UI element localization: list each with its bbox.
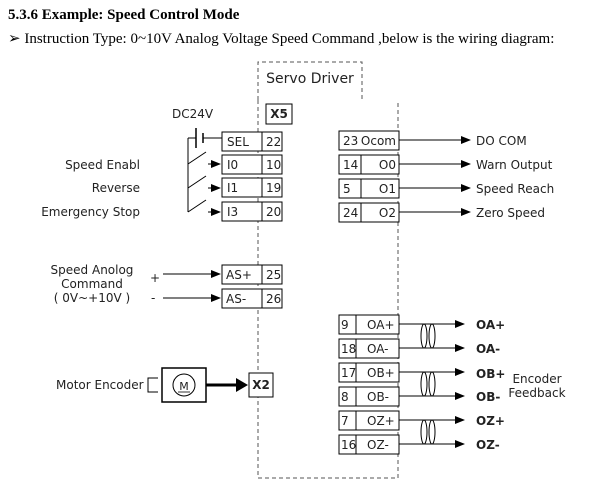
- output-block-o2: 24 O2: [338, 202, 400, 223]
- enc-name: OB+: [367, 366, 395, 380]
- input-label-emergency-stop: Emergency Stop: [41, 205, 140, 219]
- switch-reverse: [187, 175, 221, 192]
- encoder-feedback-line-2: Feedback: [508, 386, 565, 400]
- input-name: I3: [227, 205, 238, 219]
- enc-block-ob-plus: 17 OB+: [338, 362, 400, 383]
- analog-block-as-plus: AS+ 25: [221, 264, 283, 285]
- enc-label-oa-plus: OA+: [476, 318, 505, 332]
- input-num: 22: [266, 135, 281, 149]
- input-name: I1: [227, 181, 238, 195]
- analog-pin-name: AS+: [226, 268, 252, 282]
- twisted-pair-z: [399, 416, 465, 448]
- output-num: 23: [343, 134, 358, 148]
- enc-name: OA+: [367, 318, 395, 332]
- enc-name: OZ-: [367, 438, 389, 452]
- input-name: I0: [227, 158, 238, 172]
- output-name: Ocom: [361, 134, 396, 148]
- input-block-i0: I0 10: [221, 154, 283, 175]
- enc-label-oz-plus: OZ+: [476, 414, 505, 428]
- input-num: 10: [266, 158, 281, 172]
- output-num: 14: [343, 158, 358, 172]
- encoder-cable-arrow: [236, 378, 248, 392]
- enc-label-oa-minus: OA-: [476, 342, 500, 356]
- analog-pin-num: 26: [266, 292, 281, 306]
- enc-name: OA-: [367, 342, 389, 356]
- motor-encoder-label: Motor Encoder: [56, 378, 144, 392]
- motor-icon: M: [147, 367, 207, 403]
- output-name: O0: [379, 158, 396, 172]
- output-label-speed-reach: Speed Reach: [476, 182, 554, 196]
- input-label-reverse: Reverse: [92, 181, 140, 195]
- output-name: O2: [379, 206, 396, 220]
- input-num: 19: [266, 181, 281, 195]
- enc-block-oz-plus: 7 OZ+: [338, 410, 400, 431]
- x2-box: [248, 372, 274, 398]
- output-block-o1: 5 O1: [338, 178, 400, 199]
- analog-block-as-minus: AS- 26: [221, 288, 283, 309]
- enc-num: 7: [341, 414, 349, 428]
- enc-name: OZ+: [367, 414, 395, 428]
- enc-label-oz-minus: OZ-: [476, 438, 500, 452]
- enc-num: 18: [341, 342, 356, 356]
- enc-block-oz-minus: 16 OZ-: [338, 434, 400, 455]
- output-label-warn: Warn Output: [476, 158, 553, 172]
- enc-block-oa-minus: 18 OA-: [338, 338, 400, 359]
- x5-box: [265, 103, 293, 125]
- x2-label: X2: [252, 378, 270, 392]
- input-num: 20: [266, 205, 281, 219]
- section-title: 5.3.6 Example: Speed Control Mode: [8, 7, 240, 23]
- output-name: O1: [379, 182, 396, 196]
- analog-label-line-3: ( 0V~+10V ): [54, 291, 130, 305]
- analog-plus: +: [150, 271, 160, 285]
- input-block-sel: SEL 22: [221, 131, 283, 152]
- output-num: 5: [343, 182, 351, 196]
- input-block-i1: I1 19: [221, 177, 283, 198]
- enc-block-oa-plus: 9 OA+: [338, 314, 400, 335]
- analog-pin-name: AS-: [226, 292, 246, 306]
- switch-emergency-stop: [187, 199, 221, 216]
- output-block-o0: 14 O0: [338, 154, 400, 175]
- twisted-pair-a: [399, 320, 465, 352]
- dc-label: DC24V: [172, 107, 214, 121]
- output-block-ocom: 23 Ocom: [338, 130, 400, 151]
- x5-label: X5: [270, 107, 288, 121]
- enc-name: OB-: [367, 390, 389, 404]
- input-label-speed-enable: Speed Enabl: [65, 158, 140, 172]
- encoder-feedback-line-1: Encoder: [512, 372, 561, 386]
- motor-symbol: M: [179, 380, 189, 393]
- enc-num: 8: [341, 390, 349, 404]
- analog-pin-num: 25: [266, 268, 281, 282]
- enc-label-ob-minus: OB-: [476, 390, 500, 404]
- input-name: SEL: [227, 135, 249, 149]
- output-label-do-com: DO COM: [476, 134, 527, 148]
- enc-num: 16: [341, 438, 356, 452]
- analog-label-line-2: Command: [61, 277, 123, 291]
- enc-num: 17: [341, 366, 356, 380]
- driver-outline-top: [257, 61, 363, 100]
- analog-label-line-1: Speed Anolog: [51, 263, 134, 277]
- twisted-pair-b: [399, 368, 465, 400]
- analog-minus: -: [151, 291, 155, 305]
- enc-num: 9: [341, 318, 349, 332]
- output-num: 24: [343, 206, 358, 220]
- enc-block-ob-minus: 8 OB-: [338, 386, 400, 407]
- instruction-text: ➢ Instruction Type: 0~10V Analog Voltage…: [8, 31, 555, 47]
- switch-speed-enable: [187, 151, 221, 168]
- enc-label-ob-plus: OB+: [476, 367, 505, 381]
- output-label-zero-speed: Zero Speed: [476, 206, 545, 220]
- input-block-i3: I3 20: [221, 201, 283, 222]
- driver-title: Servo Driver: [266, 71, 354, 87]
